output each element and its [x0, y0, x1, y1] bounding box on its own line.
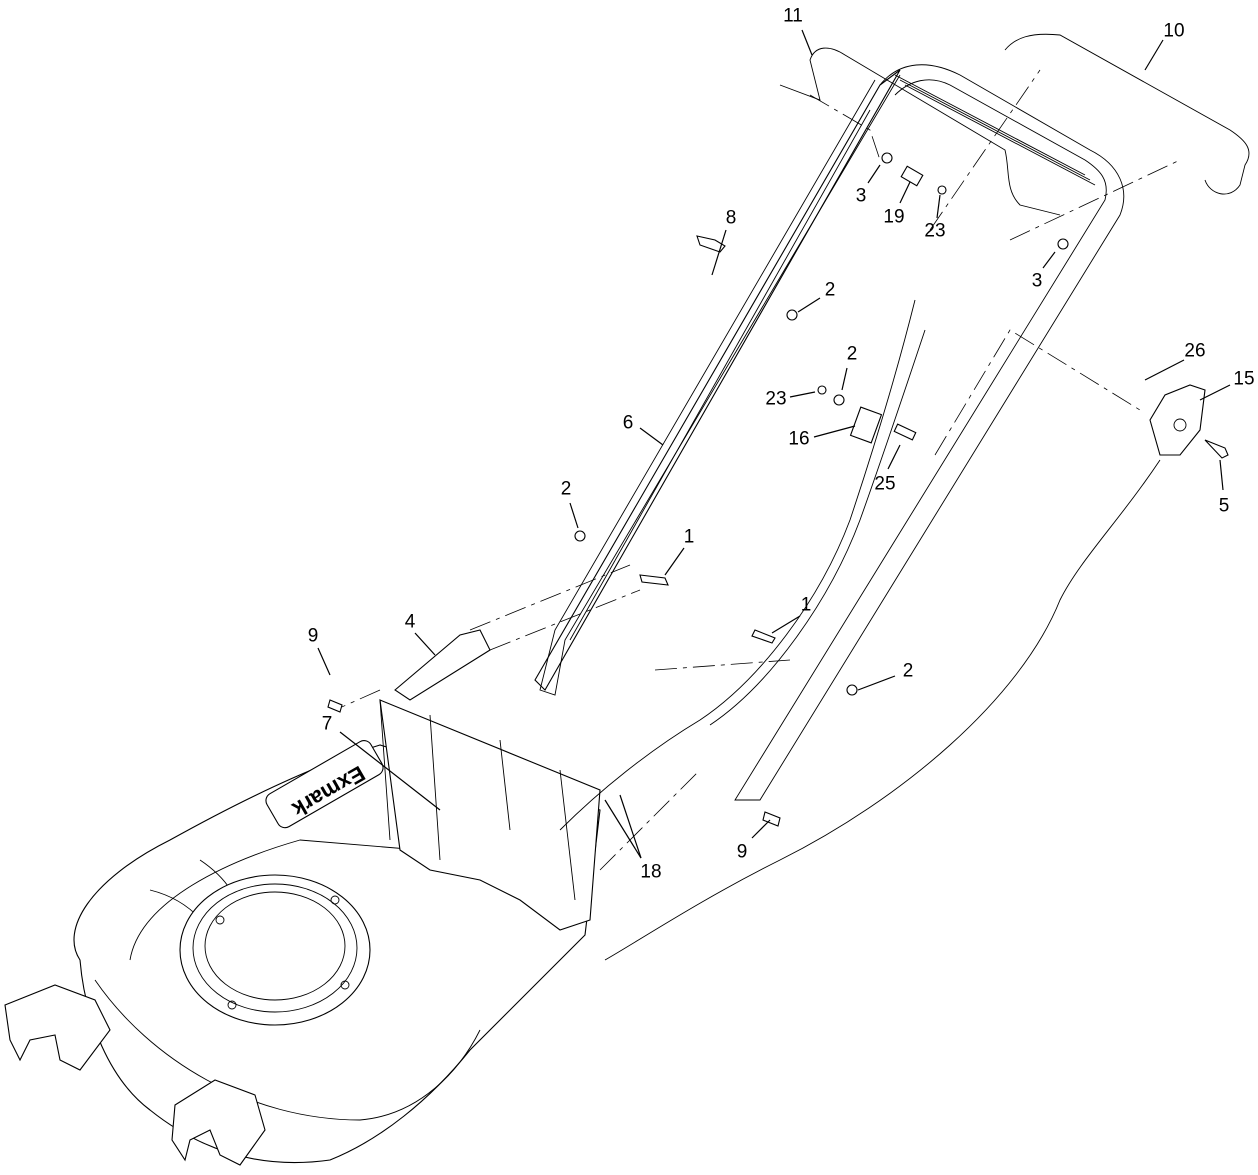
- callout-2: 2: [560, 478, 572, 500]
- callout-16: 16: [788, 428, 810, 450]
- callout-25: 25: [874, 473, 896, 495]
- callout-6: 6: [622, 412, 634, 434]
- callout-23: 23: [765, 388, 787, 410]
- callout-1: 1: [800, 594, 812, 616]
- callout-19: 19: [883, 206, 905, 228]
- callout-7: 7: [321, 713, 333, 735]
- lower-handle: [534, 69, 901, 696]
- callout-3: 3: [855, 185, 867, 207]
- control-cables: [559, 299, 916, 831]
- assembly-lines: [334, 69, 1181, 871]
- hardware: [327, 152, 1229, 827]
- callout-9: 9: [736, 841, 748, 863]
- callout-5: 5: [1218, 495, 1230, 517]
- callout-11: 11: [783, 5, 803, 27]
- callout-8: 8: [725, 207, 737, 229]
- callout-2: 2: [846, 343, 858, 365]
- bracket-4: [394, 629, 491, 701]
- callout-3: 3: [1031, 270, 1043, 292]
- callout-18: 18: [640, 861, 662, 883]
- callout-9: 9: [307, 625, 319, 647]
- mower-deck: Exmark: [4, 699, 601, 1166]
- callout-1: 1: [683, 526, 695, 548]
- callout-2: 2: [902, 660, 914, 682]
- callout-2: 2: [824, 279, 836, 301]
- callout-15: 15: [1233, 368, 1255, 390]
- bail-11: [779, 47, 1061, 216]
- callout-4: 4: [404, 611, 416, 633]
- callout-10: 10: [1163, 20, 1185, 42]
- speed-control-15: [1149, 384, 1206, 456]
- leader-lines: [317, 29, 1231, 859]
- callout-23: 23: [924, 220, 946, 242]
- upper-handle-loop: [734, 64, 1125, 801]
- cable-guide-16: [849, 406, 883, 444]
- bail-10: [1004, 33, 1250, 195]
- callout-26: 26: [1184, 340, 1206, 362]
